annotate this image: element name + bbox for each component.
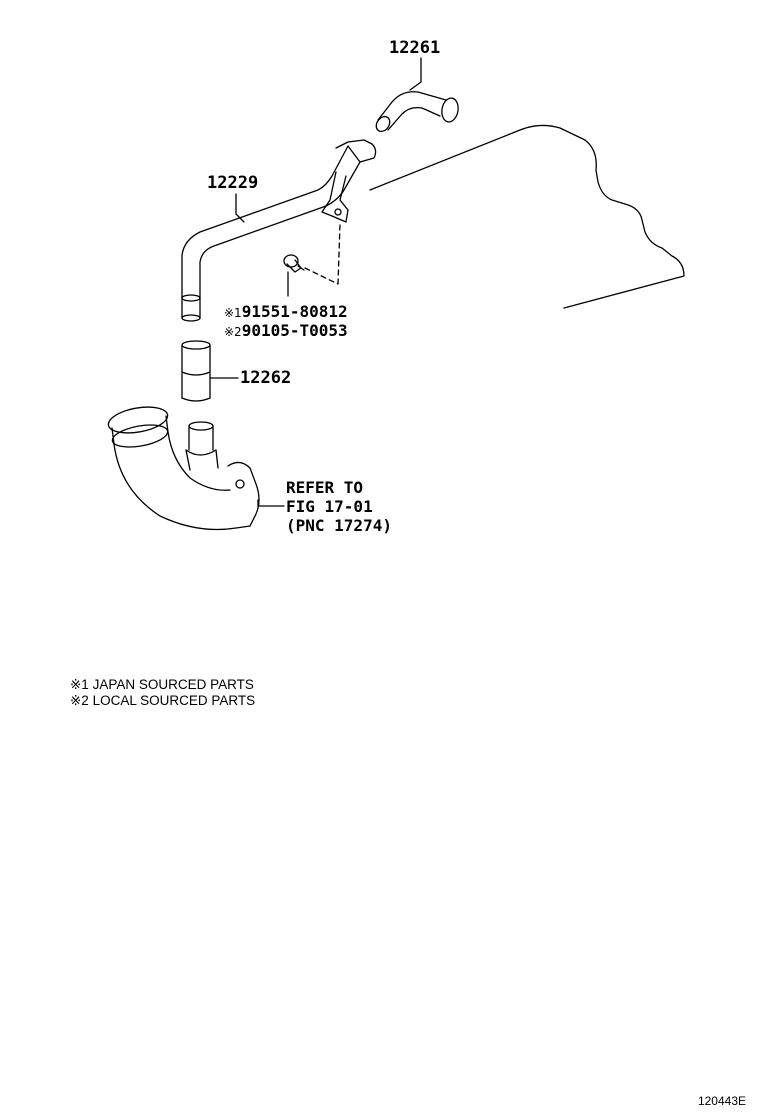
part-label-90105-T0053[interactable]: 90105-T0053 — [241, 321, 348, 340]
part-label-91551-80812[interactable]: 91551-80812 — [241, 302, 348, 321]
bolt-icon — [283, 254, 305, 273]
leader-lines — [209, 57, 422, 507]
note-local-sourced: ※2 LOCAL SOURCED PARTS — [70, 693, 256, 708]
pipe-12229 — [181, 139, 377, 322]
refer-line-2[interactable]: FIG 17-01 — [286, 497, 373, 516]
bolt-1-row: ※191551-80812 — [224, 302, 348, 321]
engine-cover-outline — [369, 124, 685, 309]
part-label-12229[interactable]: 12229 — [207, 173, 259, 193]
bolt-2-mark: ※2 — [224, 325, 242, 339]
alignment-dashes — [304, 223, 341, 285]
note-japan-sourced: ※1 JAPAN SOURCED PARTS — [70, 677, 254, 692]
hose-12262 — [181, 340, 211, 402]
part-label-12261[interactable]: 12261 — [389, 38, 441, 58]
hose-12261 — [375, 91, 459, 133]
bolt-1-mark: ※1 — [224, 306, 242, 320]
refer-line-3: (PNC 17274) — [286, 516, 392, 535]
air-intake-connector — [107, 406, 260, 531]
bolt-2-row: ※290105-T0053 — [224, 321, 348, 340]
refer-line-1: REFER TO — [286, 478, 364, 497]
part-label-12262[interactable]: 12262 — [240, 368, 292, 388]
diagram-code: 120443E — [697, 1094, 746, 1108]
